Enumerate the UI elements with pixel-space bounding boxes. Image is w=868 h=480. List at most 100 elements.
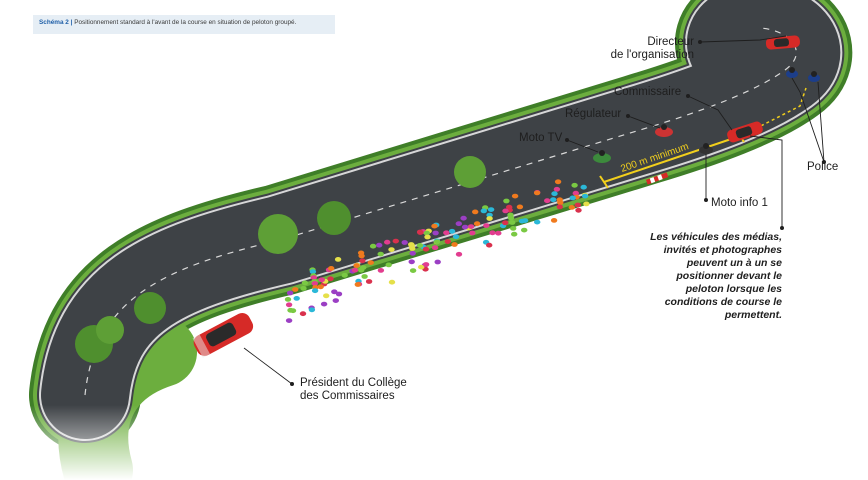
rider <box>332 298 339 303</box>
trees <box>75 156 486 363</box>
rider <box>557 200 564 206</box>
moto-police-2 <box>808 71 820 82</box>
leader-dots <box>290 40 826 386</box>
rider <box>455 251 463 257</box>
vehicles <box>192 35 820 358</box>
note-line: permettent. <box>724 309 782 321</box>
rider <box>377 251 384 257</box>
rider <box>507 215 515 221</box>
rider <box>572 190 579 196</box>
rider <box>448 228 456 234</box>
rider <box>461 224 469 230</box>
rider <box>443 230 450 236</box>
rider <box>367 260 374 265</box>
rider <box>444 239 451 245</box>
distance-tick-start <box>599 175 609 189</box>
rider <box>299 311 307 317</box>
label-regulateur: Régulateur <box>565 108 622 120</box>
leader-directeur <box>699 35 787 43</box>
rider <box>385 262 392 268</box>
rider <box>483 223 490 229</box>
leader-police-2 <box>817 81 825 163</box>
caption: Schéma 2 | Positionnement standard à l'a… <box>39 19 296 26</box>
label-police: Police <box>807 161 839 173</box>
rider <box>509 220 516 225</box>
rider <box>433 239 441 245</box>
rider <box>365 279 373 284</box>
rider <box>569 195 576 201</box>
rider <box>551 191 558 197</box>
rider <box>489 230 496 236</box>
note-line: peloton lorsque les <box>685 283 782 295</box>
rider <box>351 267 359 273</box>
rider <box>571 182 578 188</box>
rider <box>544 198 551 204</box>
rider <box>521 227 528 233</box>
rider <box>472 209 479 215</box>
bottom-fade <box>0 405 868 480</box>
road <box>37 0 844 443</box>
rider <box>323 293 330 299</box>
note-line: conditions de course le <box>664 296 782 308</box>
rider <box>317 284 324 290</box>
rider <box>556 204 563 210</box>
rider <box>422 262 430 267</box>
rider <box>388 279 396 285</box>
rider <box>308 307 316 313</box>
car-directeur <box>765 35 800 50</box>
rider <box>431 223 438 229</box>
road-center-dash <box>84 27 797 396</box>
rider <box>516 204 524 210</box>
rider <box>550 218 558 223</box>
rider <box>432 230 439 236</box>
rider <box>361 274 368 279</box>
label-moto-tv: Moto TV <box>519 132 563 144</box>
note-line: positionner devant le <box>676 270 782 282</box>
rider <box>473 221 481 227</box>
rider <box>408 259 415 265</box>
rider <box>503 198 510 204</box>
rider <box>286 290 294 296</box>
rider <box>511 231 518 237</box>
rider <box>331 289 338 295</box>
caption-box: Schéma 2 | Positionnement standard à l'a… <box>33 15 335 34</box>
tree <box>96 316 124 344</box>
rider <box>310 275 317 280</box>
rider <box>289 308 297 314</box>
rider <box>486 212 493 218</box>
rider <box>409 250 416 256</box>
rider <box>327 276 334 282</box>
rider <box>334 257 342 262</box>
rider <box>583 201 590 207</box>
rider <box>341 272 348 278</box>
rider <box>495 230 502 236</box>
rider <box>285 318 293 323</box>
rider <box>360 265 367 270</box>
caption-prefix: Schéma 2 | <box>39 19 73 26</box>
rider <box>309 269 317 275</box>
rider <box>311 281 318 286</box>
rider <box>487 207 495 213</box>
rider <box>480 208 487 214</box>
rider <box>369 243 377 249</box>
note-line: Les véhicules des médias, <box>650 231 782 243</box>
rider <box>376 242 383 248</box>
rider <box>384 239 391 245</box>
moto-police-1 <box>786 67 798 78</box>
car-president <box>192 312 254 358</box>
rider <box>388 247 395 253</box>
rider <box>568 205 575 210</box>
leader-regulateur <box>627 115 661 129</box>
rider <box>392 238 399 244</box>
label-directeur-line1: Directeur <box>647 36 694 48</box>
label-directeur: Directeur de l'organisation <box>606 36 694 62</box>
rider <box>554 179 562 185</box>
rider <box>418 264 425 270</box>
rider <box>486 242 493 248</box>
leader-lines <box>243 35 825 385</box>
leader-moto-tv <box>566 139 599 153</box>
rider <box>422 246 430 252</box>
label-moto-info: Moto info 1 <box>711 197 768 209</box>
rider <box>285 302 293 308</box>
